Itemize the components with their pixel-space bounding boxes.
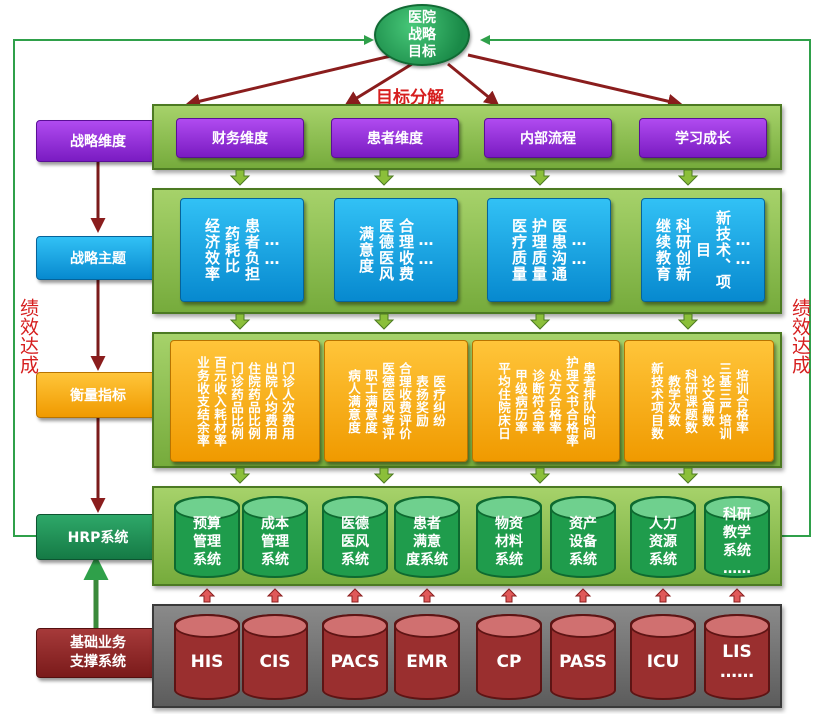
indicator-item: 业务收支结余率 xyxy=(195,355,210,447)
hrp-module-assets: 资产 设备 系统 xyxy=(550,496,616,578)
indicator-item: 门诊药品比例 xyxy=(229,362,244,440)
indicator-item: 医德医风考评 xyxy=(380,362,395,440)
label-strategy-theme: 战略主题 xyxy=(36,236,160,280)
indicator-box-learning: 新技术项目数 教学次数 科研课题数 论文篇数 三基三严培训 培训合格率 xyxy=(624,340,774,462)
indicator-band: 业务收支结余率 百元收入耗材率 门诊药品比例 住院药品比例 出院人均费用 门诊人… xyxy=(152,332,782,468)
performance-achieved-label-left: 绩效达成 xyxy=(17,298,39,374)
theme-item: 医疗质量 xyxy=(510,218,528,282)
dimension-band: 财务维度 患者维度 内部流程 学习成长 xyxy=(152,104,782,170)
indicator-item: 论文篇数 xyxy=(700,375,715,427)
base-system-label: CIS xyxy=(259,652,291,672)
base-system-label: CP xyxy=(496,652,522,672)
indicator-item: 职工满意度 xyxy=(363,368,378,434)
hrp-module-label: 医德 医风 系统 xyxy=(341,516,369,568)
base-system-icu: ICU xyxy=(630,614,696,700)
hrp-module-label: 成本 管理 系统 xyxy=(261,516,289,568)
theme-item: 药耗比 xyxy=(223,226,241,274)
theme-item: 继续教育 xyxy=(654,218,672,282)
indicator-item: 表扬奖励 xyxy=(414,375,429,427)
base-system-pacs: PACS xyxy=(322,614,388,700)
label-hrp-system: HRP系统 xyxy=(36,514,160,560)
base-system-lis: LIS …… xyxy=(704,614,770,700)
base-system-cp: CP xyxy=(476,614,542,700)
indicator-item: 住院药品比例 xyxy=(246,362,261,440)
indicator-box-patient: 病人满意度 职工满意度 医德医风考评 合理收费评价 表扬奖励 医疗纠纷 xyxy=(324,340,468,462)
strategic-goal-label: 医院 战略 目标 xyxy=(408,9,436,60)
theme-item: 患者负担 xyxy=(243,218,261,282)
theme-item: …… xyxy=(734,231,752,269)
indicator-item: 诊断符合率 xyxy=(530,368,545,434)
theme-box-internal: 医疗质量 护理质量 医患沟通 …… xyxy=(487,198,611,302)
hrp-band: 预算 管理 系统 成本 管理 系统 医德 医风 系统 患者 满意 度系统 物资 … xyxy=(152,486,782,586)
indicator-item: 处方合格率 xyxy=(547,368,562,434)
theme-item: 新技术、项目 xyxy=(694,210,732,290)
label-strategy-dimension: 战略维度 xyxy=(36,120,160,162)
base-system-label: LIS …… xyxy=(720,642,754,682)
indicator-item: 甲级病历率 xyxy=(513,368,528,434)
hrp-module-research: 科研 教学 系统 …… xyxy=(704,496,770,578)
hrp-module-label: 人力 资源 系统 xyxy=(649,516,677,568)
theme-item: 合理收费 xyxy=(397,218,415,282)
theme-item: 医患沟通 xyxy=(550,218,568,282)
hrp-module-label: 物资 材料 系统 xyxy=(495,516,523,568)
theme-item: 经济效率 xyxy=(203,218,221,282)
hrp-module-materials: 物资 材料 系统 xyxy=(476,496,542,578)
theme-item: 科研创新 xyxy=(674,218,692,282)
theme-item: 护理质量 xyxy=(530,218,548,282)
indicator-item: 三基三严培训 xyxy=(717,362,732,440)
decompose-label: 目标分解 xyxy=(376,88,444,108)
dimension-learning-growth: 学习成长 xyxy=(639,118,767,158)
indicator-item: 培训合格率 xyxy=(734,368,749,434)
theme-item: 满意度 xyxy=(357,226,375,274)
hrp-module-label: 资产 设备 系统 xyxy=(569,516,597,568)
hrp-module-label: 预算 管理 系统 xyxy=(193,516,221,568)
performance-achieved-label-right: 绩效达成 xyxy=(789,298,811,374)
theme-item: 医德医风 xyxy=(377,218,395,282)
indicator-box-internal: 平均住院床日 甲级病历率 诊断符合率 处方合格率 护理文书合格率 患者排队时间 xyxy=(472,340,620,462)
label-measure-indicator: 衡量指标 xyxy=(36,372,160,418)
theme-item: …… xyxy=(263,231,281,269)
base-systems-band: HIS CIS PACS EMR CP PASS ICU LIS …… xyxy=(152,604,782,708)
label-base-support-system: 基础业务 支撑系统 xyxy=(36,628,160,678)
base-system-label: EMR xyxy=(406,652,448,672)
hrp-module-satisfaction: 患者 满意 度系统 xyxy=(394,496,460,578)
theme-box-finance: 经济效率 药耗比 患者负担 …… xyxy=(180,198,304,302)
base-system-label: ICU xyxy=(646,652,680,672)
indicator-item: 病人满意度 xyxy=(346,368,361,434)
indicator-item: 出院人均费用 xyxy=(263,362,278,440)
base-system-label: PACS xyxy=(330,652,380,672)
base-system-pass: PASS xyxy=(550,614,616,700)
hrp-module-ethics: 医德 医风 系统 xyxy=(322,496,388,578)
base-system-his: HIS xyxy=(174,614,240,700)
dimension-finance: 财务维度 xyxy=(176,118,304,158)
hrp-module-hr: 人力 资源 系统 xyxy=(630,496,696,578)
theme-item: …… xyxy=(417,231,435,269)
theme-box-patient: 满意度 医德医风 合理收费 …… xyxy=(334,198,458,302)
base-system-label: PASS xyxy=(559,652,607,672)
base-system-label: HIS xyxy=(190,652,224,672)
indicator-box-finance: 业务收支结余率 百元收入耗材率 门诊药品比例 住院药品比例 出院人均费用 门诊人… xyxy=(170,340,320,462)
hrp-module-cost: 成本 管理 系统 xyxy=(242,496,308,578)
base-system-cis: CIS xyxy=(242,614,308,700)
indicator-item: 门诊人次费用 xyxy=(280,362,295,440)
indicator-item: 医疗纠纷 xyxy=(431,375,446,427)
indicator-item: 平均住院床日 xyxy=(496,362,511,440)
dimension-patient: 患者维度 xyxy=(331,118,459,158)
indicator-item: 护理文书合格率 xyxy=(564,355,579,447)
indicator-item: 合理收费评价 xyxy=(397,362,412,440)
hrp-module-budget: 预算 管理 系统 xyxy=(174,496,240,578)
indicator-item: 教学次数 xyxy=(666,375,681,427)
dimension-internal-process: 内部流程 xyxy=(484,118,612,158)
indicator-item: 患者排队时间 xyxy=(581,362,596,440)
theme-band: 经济效率 药耗比 患者负担 …… 满意度 医德医风 合理收费 …… 医疗质量 护… xyxy=(152,188,782,314)
base-system-emr: EMR xyxy=(394,614,460,700)
theme-box-learning: 继续教育 科研创新 新技术、项目 …… xyxy=(641,198,765,302)
strategic-goal-node: 医院 战略 目标 xyxy=(374,4,470,66)
theme-item: …… xyxy=(570,231,588,269)
indicator-item: 新技术项目数 xyxy=(649,362,664,440)
hrp-module-label: 患者 满意 度系统 xyxy=(406,516,448,568)
indicator-item: 百元收入耗材率 xyxy=(212,355,227,447)
indicator-item: 科研课题数 xyxy=(683,368,698,434)
